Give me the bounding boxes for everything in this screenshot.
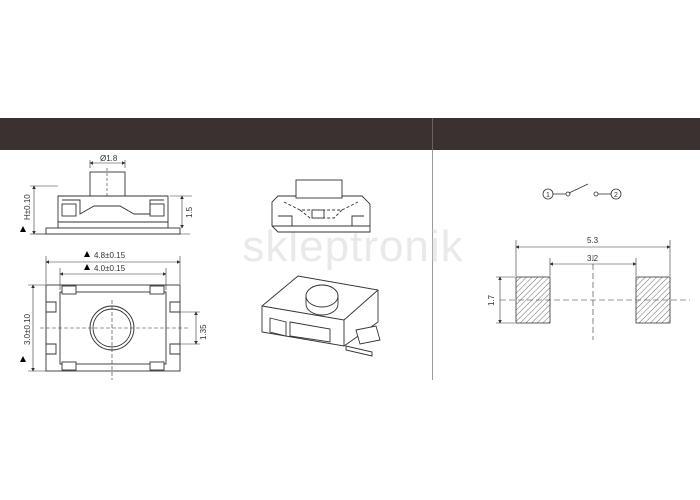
top-view-dimensions xyxy=(28,256,200,372)
circuit-diagram-title: Circuit Diagram xyxy=(507,6,626,25)
pad-label: 1.35 xyxy=(199,324,208,340)
height-label: H±0.10 xyxy=(23,194,32,220)
step-label: 1.5 xyxy=(185,206,194,218)
switch-symbol xyxy=(542,183,622,200)
width-outer-label: 4.8±0.15 xyxy=(94,251,126,260)
marker-triangle xyxy=(20,356,26,362)
inner-span-label: 3.2 xyxy=(587,254,599,263)
marker-triangle xyxy=(20,226,26,232)
footprint-dimensions xyxy=(496,240,671,324)
dimension-title: Dimension xyxy=(175,6,257,25)
perspective-view-top xyxy=(271,179,371,233)
height-label-top: 3.0±0.10 xyxy=(23,313,32,345)
section-divider xyxy=(432,150,433,380)
perspective-view-bottom xyxy=(261,275,381,357)
header-bar xyxy=(0,118,700,150)
header-separator xyxy=(432,118,433,150)
marker-triangle xyxy=(84,264,90,270)
width-inner-label: 4.0±0.15 xyxy=(94,264,126,273)
pin-1-label: 1 xyxy=(546,192,550,199)
footprint xyxy=(500,255,690,340)
outer-span-label: 5.3 xyxy=(587,236,599,245)
side-view xyxy=(36,168,190,235)
pad-height-label: 1.7 xyxy=(487,294,496,306)
marker-triangle xyxy=(84,251,90,257)
diameter-label: Ø1.8 xyxy=(100,154,118,163)
top-view xyxy=(40,284,190,380)
pin-2-label: 2 xyxy=(614,192,618,199)
side-view-dimensions xyxy=(30,160,192,235)
